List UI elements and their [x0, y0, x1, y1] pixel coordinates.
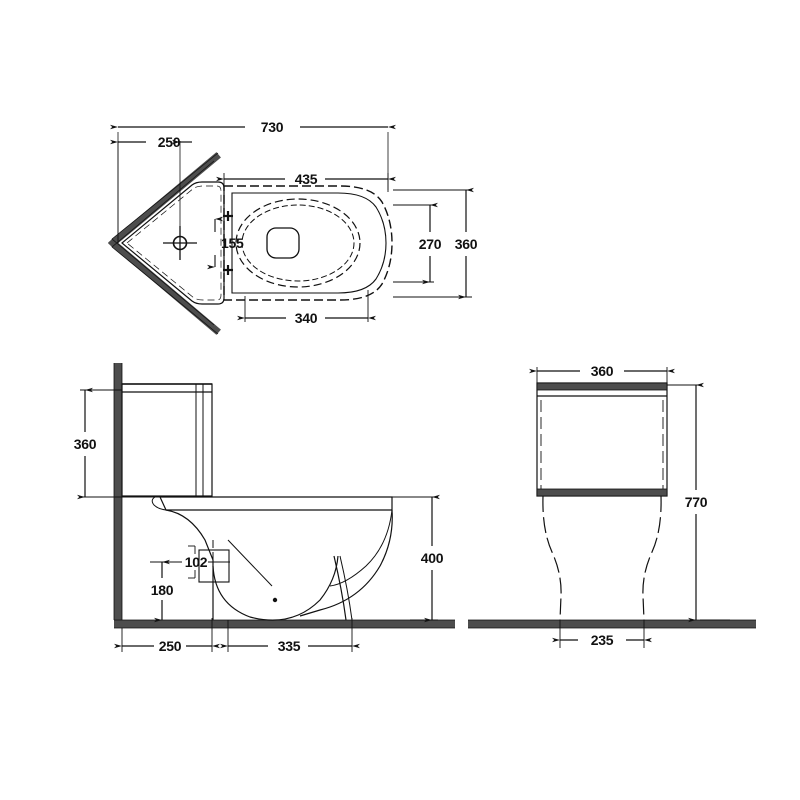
side-outlet-dot: [272, 597, 278, 603]
wall-upper: [108, 152, 221, 248]
dimension-label-side-360: 360: [74, 436, 97, 452]
dimension-side-400: 400: [392, 494, 444, 623]
front-cistern-lid: [536, 382, 668, 391]
wall-upper-edge: [111, 160, 215, 248]
plan-view: 730 250 435: [108, 119, 478, 335]
dimension-front-360: 360: [529, 363, 675, 385]
wall-lower-edge: [111, 238, 215, 326]
side-pan-upper-profile: [165, 509, 393, 620]
dimension-label-270: 270: [419, 236, 442, 252]
front-view: 360 770 235: [468, 363, 756, 648]
dimension-label-360: 360: [455, 236, 478, 252]
dimension-label-335: 335: [278, 638, 301, 654]
dimension-label-770: 770: [685, 494, 708, 510]
dimension-plan-435: 435: [216, 171, 396, 192]
plan-corner-walls-outline: [111, 152, 219, 335]
dimension-side-335: 335: [220, 618, 360, 654]
plan-trap-detail: [266, 227, 300, 259]
dimension-side-360: 360: [74, 387, 160, 500]
plan-pan-outer-outline: [223, 185, 393, 301]
dimension-front-770: 770: [667, 382, 730, 623]
wall-upper-edge2: [111, 152, 219, 240]
side-pedestal-front-inner: [339, 555, 353, 621]
dimension-side-250: 250: [114, 618, 220, 654]
dimension-plan-250: 250: [110, 134, 192, 243]
side-view: 360 400 102: [74, 363, 455, 654]
plan-cistern-outline: [121, 181, 225, 305]
wall-lower: [108, 238, 221, 335]
dimension-plan-270: 270: [393, 202, 442, 285]
plan-corner-walls: [108, 152, 221, 335]
plan-centre-mark-crosshair: [163, 226, 197, 260]
side-waste-outlet: [198, 549, 230, 583]
plan-bowl-opening: [235, 198, 361, 288]
dimension-plan-155: 155: [207, 216, 244, 270]
front-cistern-base-band: [536, 488, 668, 497]
wall-lower-edge2: [111, 246, 219, 335]
dimension-label-730: 730: [261, 119, 284, 135]
plan-cistern-inner: [126, 185, 222, 301]
dimension-label-250: 250: [158, 134, 181, 150]
dimension-label-155: 155: [221, 235, 244, 251]
side-trapway-line: [227, 539, 273, 587]
side-bowl-curve: [212, 555, 339, 621]
dimension-label-340: 340: [295, 310, 318, 326]
dimension-plan-360: 360: [393, 187, 478, 300]
plan-bowl-opening-inner: [241, 204, 355, 282]
front-pedestal-left: [542, 495, 562, 621]
front-pedestal-right: [642, 495, 662, 621]
dimension-label-180: 180: [151, 582, 174, 598]
dimension-label-435: 435: [295, 171, 318, 187]
dimension-label-side-250: 250: [159, 638, 182, 654]
dimension-side-180: 180: [150, 559, 182, 623]
dimension-label-235: 235: [591, 632, 614, 648]
dimension-plan-340: 340: [237, 290, 376, 326]
plan-seat-ring: [231, 192, 387, 294]
side-seat-hinge: [151, 496, 167, 511]
dimension-label-front-360: 360: [591, 363, 614, 379]
side-pedestal-front: [333, 555, 347, 621]
plan-fixing-marks: [223, 211, 233, 275]
dimension-front-235: 235: [552, 620, 652, 648]
dimension-label-400: 400: [421, 550, 444, 566]
dimension-label-102: 102: [185, 554, 208, 570]
